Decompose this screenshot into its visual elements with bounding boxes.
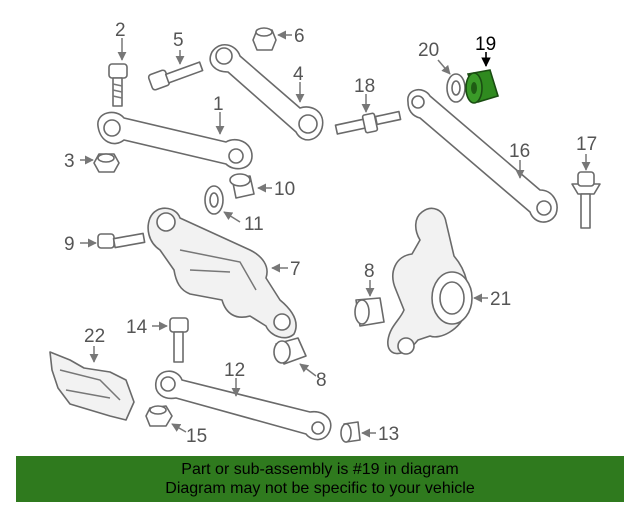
callout-7[interactable]: 7 (290, 259, 301, 280)
part-18-bolt[interactable] (334, 110, 402, 135)
part-5-bolt[interactable] (147, 61, 204, 91)
info-banner: Part or sub-assembly is #19 in diagram D… (16, 456, 624, 502)
callout-12[interactable]: 12 (224, 360, 245, 381)
callout-5[interactable]: 5 (173, 30, 184, 51)
part-21-knuckle[interactable] (387, 207, 473, 355)
callout-22[interactable]: 22 (84, 326, 105, 347)
banner-line-1: Part or sub-assembly is #19 in diagram (181, 461, 459, 478)
part-6-nut[interactable] (252, 27, 277, 51)
part-12-lower-arm[interactable] (154, 370, 332, 441)
callout-6[interactable]: 6 (294, 26, 305, 47)
callout-9[interactable]: 9 (64, 234, 75, 255)
part-22-heat-shield[interactable] (49, 351, 135, 421)
part-3-nut[interactable] (93, 153, 120, 173)
callout-14[interactable]: 14 (126, 317, 148, 338)
part-16-control-arm[interactable] (407, 89, 558, 223)
callout-16[interactable]: 16 (509, 141, 530, 162)
callout-3[interactable]: 3 (64, 151, 75, 172)
part-7-trailing-arm[interactable] (147, 207, 297, 339)
leader-20 (437, 59, 451, 75)
callout-2[interactable]: 2 (115, 20, 126, 41)
part-8-bushing-upper[interactable] (354, 297, 385, 327)
callout-15[interactable]: 15 (186, 426, 207, 447)
banner-line-2: Diagram may not be specific to your vehi… (165, 480, 475, 497)
part-15-nut[interactable] (145, 405, 173, 427)
part-1-arm[interactable] (97, 111, 253, 170)
leader-8b (299, 363, 317, 377)
callout-13[interactable]: 13 (378, 424, 399, 445)
callout-8a[interactable]: 8 (364, 261, 375, 282)
part-13-bushing[interactable] (340, 421, 361, 443)
parts-diagram: 2 5 6 4 1 3 10 (49, 20, 601, 447)
part-10-bushing[interactable] (229, 173, 255, 199)
callout-18[interactable]: 18 (354, 76, 375, 97)
callout-11[interactable]: 11 (244, 214, 264, 235)
part-4-control-arm[interactable] (209, 44, 324, 141)
callout-1[interactable]: 1 (213, 94, 224, 115)
callout-21[interactable]: 21 (490, 289, 511, 310)
leader-11 (223, 211, 241, 223)
part-9-bolt[interactable] (97, 232, 146, 249)
part-2-bolt[interactable] (108, 63, 128, 107)
callout-4[interactable]: 4 (293, 64, 304, 85)
part-19-bushing-highlighted[interactable] (465, 69, 500, 104)
part-20-washer[interactable] (446, 73, 466, 103)
callout-10[interactable]: 10 (274, 179, 295, 200)
part-8-bushing-lower[interactable] (273, 337, 307, 365)
part-11-washer[interactable] (204, 185, 224, 215)
callout-19[interactable]: 19 (475, 34, 496, 55)
callout-8b[interactable]: 8 (316, 370, 327, 391)
callout-17[interactable]: 17 (576, 134, 597, 155)
part-17-bolt[interactable] (571, 171, 601, 229)
leader-15 (171, 423, 187, 433)
part-14-bolt[interactable] (169, 317, 189, 363)
callout-20[interactable]: 20 (418, 40, 439, 61)
